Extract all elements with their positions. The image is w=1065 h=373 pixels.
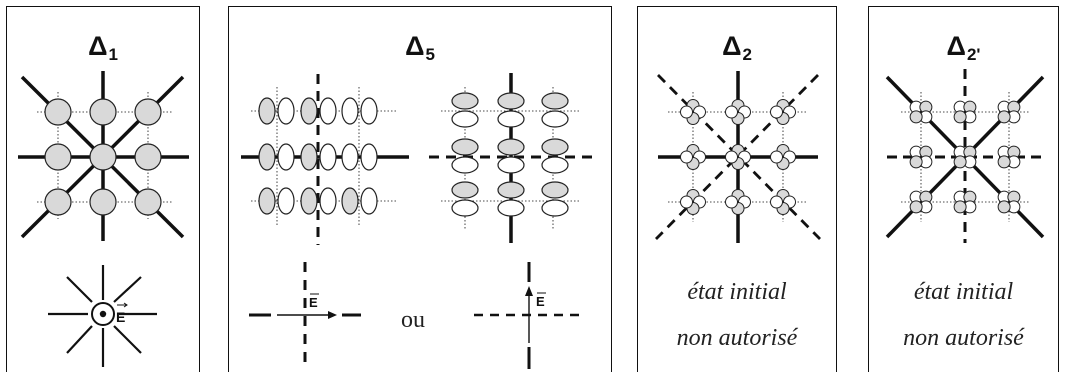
caption-line2-delta2-prime: non autorisé xyxy=(903,325,1024,351)
orbital-lobe xyxy=(953,155,967,169)
orbital-lobe xyxy=(770,195,783,209)
orbital-lobe xyxy=(725,150,738,164)
delta1-orbital-diagram: E xyxy=(18,71,189,367)
orbital-lobe xyxy=(953,110,967,124)
delta2-prime-orbital-diagram xyxy=(885,69,1045,243)
panel-delta2: Δ2 état initial non autorisé xyxy=(637,6,837,372)
panel-delta5: Δ5 xyxy=(228,6,612,372)
orbital-lobe xyxy=(725,195,738,209)
panel-title-delta2: Δ2 xyxy=(722,31,752,64)
panel-title-delta1: Δ1 xyxy=(88,31,118,64)
field-label-vertical: E xyxy=(536,294,545,309)
orbital-lobe xyxy=(680,150,693,164)
orbital-lobe xyxy=(909,200,923,214)
panel-delta1: Δ1 E xyxy=(6,6,200,372)
caption-line2-delta2: non autorisé xyxy=(676,325,798,351)
field-vertical-symbol: E xyxy=(474,262,583,369)
delta5-orbital-diagram: E E xyxy=(241,73,599,369)
caption-line1-delta2: état initial xyxy=(687,279,787,305)
connector-ou: ou xyxy=(401,307,425,333)
field-label-delta1: E xyxy=(116,309,125,325)
panel-title-delta5: Δ5 xyxy=(405,31,435,64)
field-horizontal-symbol: E xyxy=(249,262,361,367)
orbital-lobe xyxy=(997,155,1011,169)
orbital-lobe xyxy=(770,105,783,119)
caption-line1-delta2-prime: état initial xyxy=(913,279,1014,305)
orbital-lobe xyxy=(680,195,693,209)
orbital-lobe xyxy=(770,150,783,164)
orbital-lobe xyxy=(997,200,1011,214)
orbital-lobe xyxy=(725,105,738,119)
delta2-orbital-diagram xyxy=(655,71,821,243)
orbital-lobe xyxy=(909,155,923,169)
orbital-lobe xyxy=(680,105,693,119)
field-label-horizontal: E xyxy=(309,295,318,310)
orbital-lobe xyxy=(909,110,923,124)
orbital-lobe xyxy=(953,200,967,214)
orbital-lobe xyxy=(997,110,1011,124)
field-star-symbol xyxy=(48,265,157,367)
panel-title-delta2-prime: Δ2' xyxy=(946,31,981,64)
panel-delta2-prime: Δ2' état initial non autorisé xyxy=(868,6,1059,372)
